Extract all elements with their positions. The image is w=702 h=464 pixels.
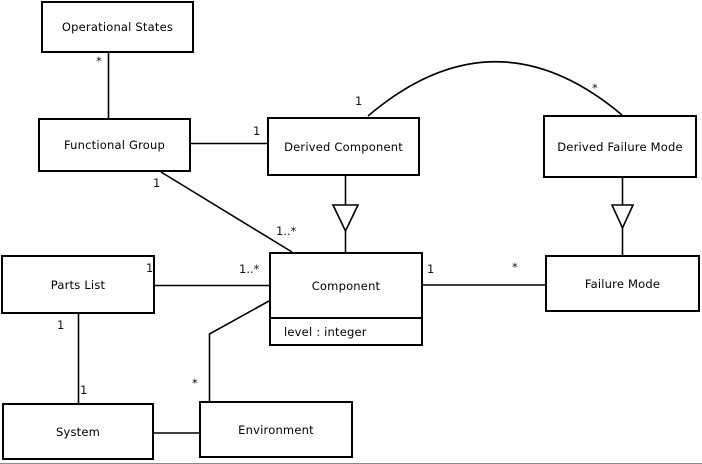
class-label: Derived Failure Mode: [557, 139, 683, 154]
multiplicity-label: 1: [153, 176, 161, 190]
class-functional-group[interactable]: Functional Group: [38, 118, 191, 172]
class-derived-failure-mode[interactable]: Derived Failure Mode: [543, 115, 697, 178]
multiplicity-label: 1: [57, 318, 65, 332]
class-label: System: [55, 424, 101, 439]
class-failure-mode[interactable]: Failure Mode: [545, 255, 700, 312]
multiplicity-label: 1..*: [239, 262, 260, 276]
class-label: Failure Mode: [584, 276, 661, 291]
class-system[interactable]: System: [2, 403, 154, 460]
class-label: Operational States: [61, 20, 174, 34]
class-parts-list[interactable]: Parts List: [1, 255, 155, 314]
association-component-environment: [208, 300, 270, 401]
multiplicity-label: 1: [427, 262, 435, 276]
association-functionalgroup-component: [160, 171, 293, 253]
class-attribute: level : integer: [284, 324, 367, 339]
class-label: Component: [311, 278, 381, 293]
class-label: Functional Group: [63, 138, 166, 152]
multiplicity-label: 1: [146, 261, 154, 275]
class-derived-component[interactable]: Derived Component: [267, 117, 420, 176]
class-environment[interactable]: Environment: [199, 401, 353, 458]
generalization-triangle-icon: [610, 204, 635, 230]
multiplicity-label: 1: [355, 94, 363, 108]
multiplicity-label: *: [512, 260, 518, 274]
multiplicity-label: 1: [80, 383, 88, 397]
class-label: Environment: [238, 422, 314, 437]
generalization-triangle-icon: [331, 204, 360, 233]
class-attribute-compartment: level : integer: [271, 317, 421, 344]
multiplicity-label: *: [192, 376, 198, 390]
class-operational-states[interactable]: Operational States: [41, 1, 194, 53]
class-component[interactable]: Component level : integer: [269, 252, 423, 346]
class-name-compartment: Component: [271, 254, 421, 317]
multiplicity-label: 1: [253, 124, 261, 138]
multiplicity-label: 1..*: [276, 224, 297, 238]
multiplicity-label: *: [96, 54, 102, 68]
class-label: Parts List: [50, 277, 106, 292]
multiplicity-label: *: [592, 81, 598, 95]
association-arc-derivedcomponent-derivedfailuremode: [367, 60, 623, 117]
class-label: Derived Component: [284, 139, 403, 154]
